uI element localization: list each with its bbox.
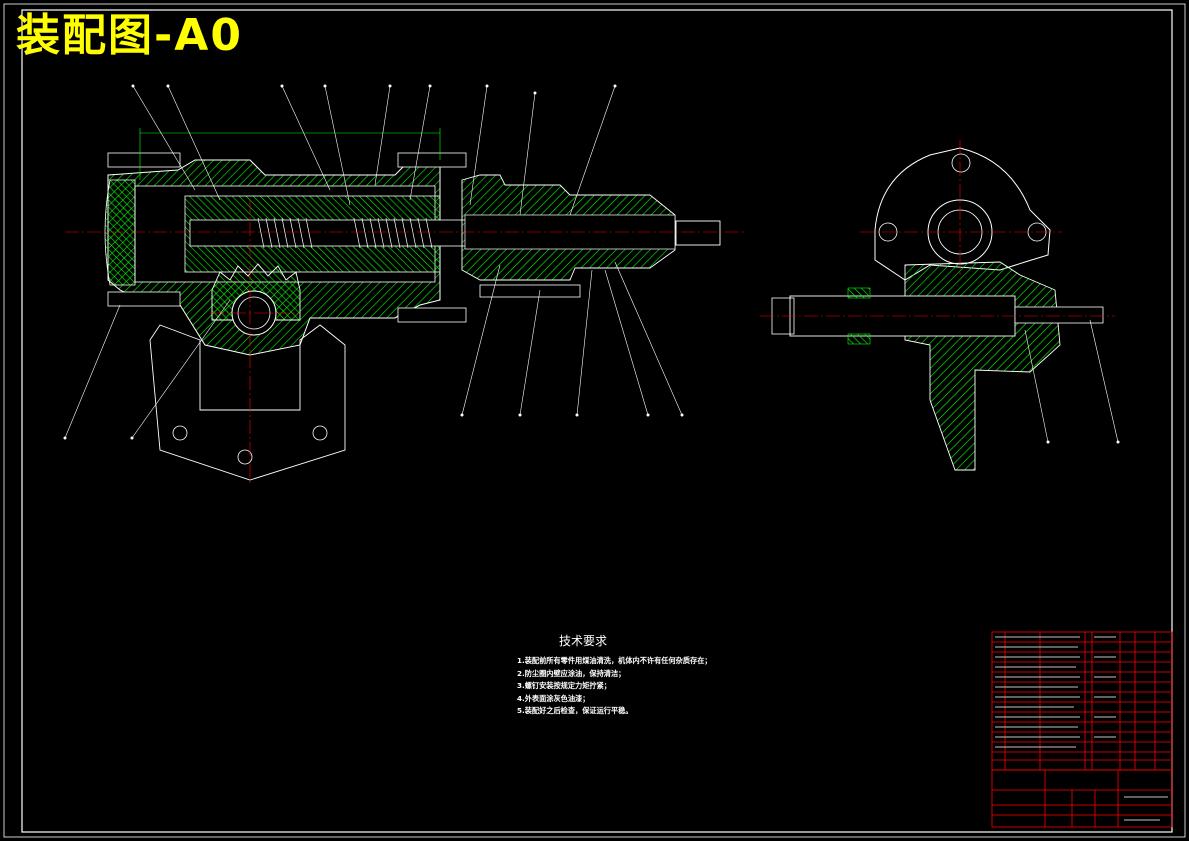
main-section-view xyxy=(63,84,745,485)
input-shaft xyxy=(675,220,721,246)
side-adjust-screw xyxy=(1014,306,1104,324)
side-centerlines xyxy=(760,140,1115,317)
side-section-view xyxy=(760,140,1120,471)
side-leader-lines xyxy=(1024,319,1120,444)
screw-thread xyxy=(257,217,433,249)
bracket-holes xyxy=(172,425,328,465)
dimension-line xyxy=(139,128,441,180)
technical-requirement-5: 5.装配好之后检查，保证运行平稳。 xyxy=(517,706,633,716)
technical-requirement-4: 4.外表面涂灰色油漆； xyxy=(517,693,590,703)
side-cross-section xyxy=(904,261,1061,471)
drawing-title: 装配图-A0 xyxy=(16,10,243,61)
technical-requirement-3: 3.螺钉安装按规定力矩拧紧； xyxy=(517,681,611,691)
side-flange-holes xyxy=(878,153,1047,242)
technical-requirement-1: 1.装配前所有零件用煤油清洗，机体内不许有任何杂质存在； xyxy=(517,656,712,665)
mounting-bracket xyxy=(149,324,346,481)
bolts xyxy=(107,152,581,323)
title-cartouche xyxy=(991,769,1173,828)
parts-list xyxy=(991,631,1173,771)
technical-requirements-heading: 技术要求 xyxy=(559,634,608,648)
parts-list-entries xyxy=(995,636,1168,821)
technical-requirement-2: 2.防尘圈内壁应涂油，保持清洁； xyxy=(517,668,626,678)
leader-lines xyxy=(63,84,684,440)
side-housing-outline xyxy=(874,147,1051,281)
side-seals xyxy=(847,287,871,345)
drawing-frame xyxy=(3,3,1186,838)
end-cap xyxy=(104,179,136,286)
centerlines xyxy=(65,200,745,485)
technical-requirements: 技术要求 1.装配前所有零件用煤油清洗，机体内不许有任何杂质存在； 2.防尘圈内… xyxy=(517,632,712,718)
title-block xyxy=(991,631,1173,828)
